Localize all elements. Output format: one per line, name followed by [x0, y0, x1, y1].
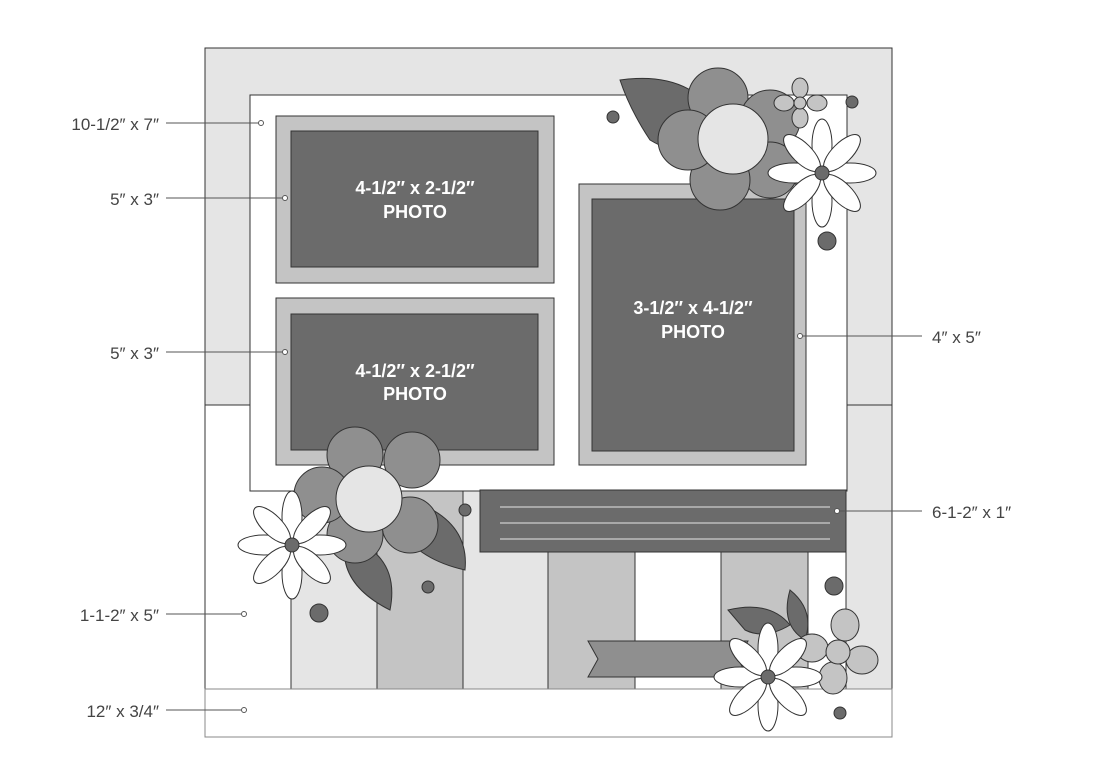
daisy-bottom-right	[713, 622, 823, 732]
photo-top-left	[290, 130, 539, 268]
flower-small-bottom	[795, 608, 879, 695]
daisy-top-right	[767, 118, 877, 228]
dot	[817, 231, 837, 251]
dim-label-vertical-strips: 1-1-2″ x 5″	[80, 606, 159, 625]
photo-right-size: 3-1/2″ x 4-1/2″	[633, 298, 753, 318]
leaf-shape	[727, 606, 791, 635]
dot	[421, 580, 435, 594]
dot	[845, 95, 859, 109]
dim-label-mat-right: 4″ x 5″	[932, 328, 981, 347]
dot	[458, 503, 472, 517]
dim-label-bottom-border: 12″ x 3/4″	[86, 702, 159, 721]
dim-label-background-panel: 10-1/2″ x 7″	[71, 115, 159, 134]
dim-label-mat-top-left: 5″ x 3″	[110, 190, 159, 209]
photo-bottom-left-caption: PHOTO	[383, 384, 447, 404]
photo-top-left-size: 4-1/2″ x 2-1/2″	[355, 178, 475, 198]
dot	[606, 110, 620, 124]
daisy-bottom-left	[237, 490, 347, 600]
photo-top-left-caption: PHOTO	[383, 202, 447, 222]
photo-right-caption: PHOTO	[661, 322, 725, 342]
dim-label-title-strip: 6-1-2″ x 1″	[932, 503, 1011, 522]
dot	[309, 603, 329, 623]
photo-bottom-left-size: 4-1/2″ x 2-1/2″	[355, 361, 475, 381]
flower-large-bottom	[293, 426, 441, 564]
dot	[824, 576, 844, 596]
leader-lines	[166, 120, 922, 713]
dot	[833, 706, 847, 720]
flower-small-top	[773, 77, 828, 129]
photo-bottom-left	[290, 313, 539, 451]
right-side-panel	[845, 404, 893, 690]
dim-label-mat-bottom-left: 5″ x 3″	[110, 344, 159, 363]
photo-right	[591, 198, 795, 452]
title-strip	[479, 489, 847, 553]
